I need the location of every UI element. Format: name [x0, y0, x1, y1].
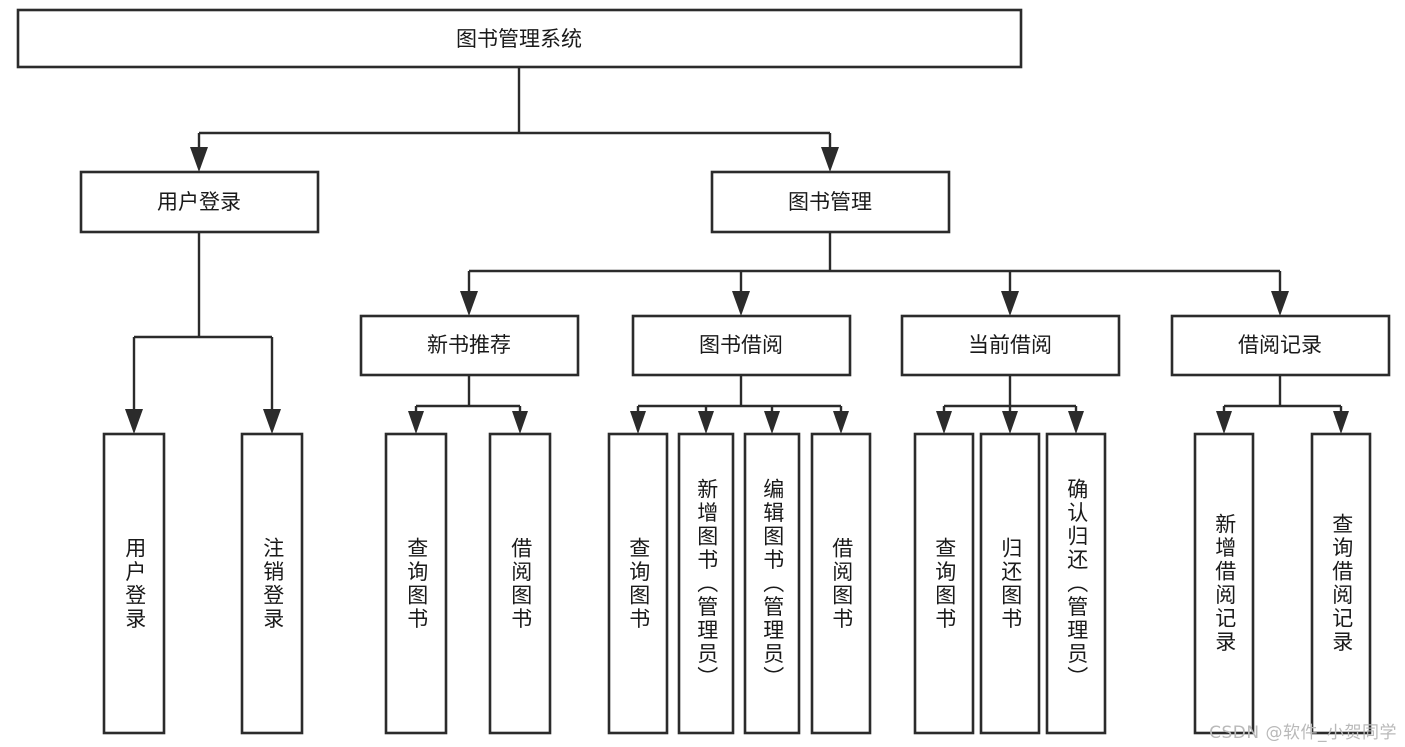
node-current-borrow-label: 当前借阅: [968, 333, 1052, 357]
node-current-borrow[interactable]: [900, 314, 1121, 377]
leaf-box-newbook-query[interactable]: [384, 432, 448, 735]
node-book-management[interactable]: [710, 170, 951, 234]
node-user-login[interactable]: [79, 170, 320, 234]
connector-userlogin-to-leaves: [125, 232, 281, 434]
leaf-box-user-login-login[interactable]: [102, 432, 166, 735]
leaf-box-bookborrow-query[interactable]: [607, 432, 669, 735]
leaf-box-bookborrow-lend[interactable]: [810, 432, 872, 735]
node-user-login-label: 用户登录: [157, 190, 241, 214]
node-book-borrow[interactable]: [631, 314, 852, 377]
connector-borrowrecord-to-leaves: [1216, 375, 1349, 434]
node-new-book-recommend-label: 新书推荐: [427, 333, 511, 357]
connector-bookmgmt-to-level3: [460, 232, 1289, 316]
leaf-box-borrowrecord-add[interactable]: [1193, 432, 1255, 735]
connector-currentborrow-to-leaves: [936, 375, 1084, 434]
leaf-box-borrowrecord-query[interactable]: [1310, 432, 1372, 735]
connector-newbook-to-leaves: [408, 375, 528, 434]
node-new-book-recommend[interactable]: [359, 314, 580, 377]
leaf-box-currentborrow-return[interactable]: [979, 432, 1041, 735]
node-root-label: 图书管理系统: [456, 27, 582, 51]
leaf-box-newbook-borrow[interactable]: [488, 432, 552, 735]
leaf-box-currentborrow-confirm[interactable]: [1045, 432, 1107, 735]
node-borrow-record[interactable]: [1170, 314, 1391, 377]
leaf-box-currentborrow-query[interactable]: [913, 432, 975, 735]
connector-bookborrow-to-leaves: [630, 375, 849, 434]
node-book-management-label: 图书管理: [788, 190, 872, 214]
leaf-box-user-login-logout[interactable]: [240, 432, 304, 735]
node-root-book-management-system[interactable]: [16, 8, 1023, 69]
connector-root-to-level2: [190, 67, 839, 172]
node-borrow-record-label: 借阅记录: [1238, 333, 1322, 357]
csdn-watermark: CSDN @软件_小贺同学: [1209, 723, 1397, 743]
node-book-borrow-label: 图书借阅: [699, 333, 783, 357]
leaf-box-bookborrow-edit[interactable]: [743, 432, 801, 735]
leaf-box-bookborrow-add[interactable]: [677, 432, 735, 735]
